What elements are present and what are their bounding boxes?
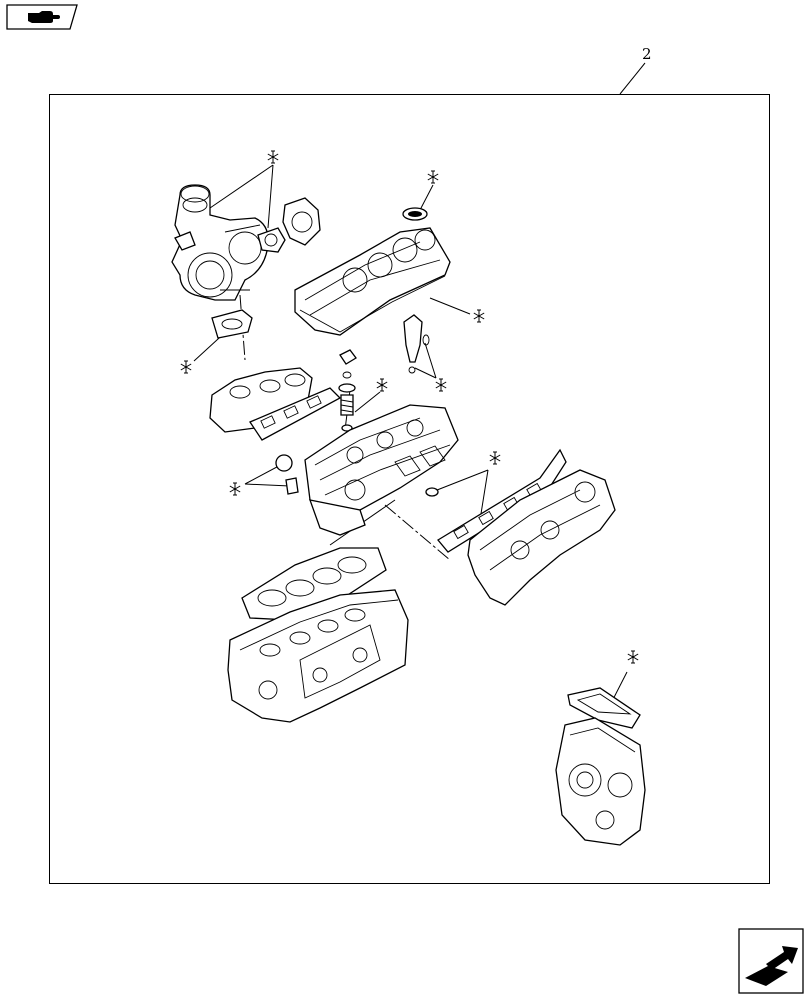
callout-injector-seals	[435, 378, 447, 392]
callout-valve-stem-seals	[376, 378, 388, 392]
reference-number: 2	[642, 45, 652, 63]
corner-nav-button[interactable]	[6, 4, 78, 30]
callout-valve-cover-gasket	[473, 309, 485, 323]
callout-turbo-flange-gasket	[180, 360, 192, 374]
valve-cover-seal	[402, 207, 428, 221]
intake-manifold	[467, 469, 616, 606]
valve-cover	[294, 227, 451, 336]
diagram-frame	[49, 94, 770, 884]
callout-intake-manifold-gaskets	[489, 451, 501, 465]
return-arrow-icon	[738, 928, 804, 994]
navigation-button[interactable]	[738, 928, 804, 994]
reference-leader	[619, 62, 646, 95]
fuel-injector	[403, 314, 430, 374]
turbocharger	[171, 184, 269, 301]
callout-exhaust-manifold-gaskets	[229, 482, 241, 496]
exhaust-manifold-gasket	[249, 387, 342, 495]
head-gasket	[241, 547, 387, 621]
callout-front-cover-gasket	[627, 650, 639, 664]
engine-block	[227, 589, 409, 723]
front-cover-gasket	[567, 687, 641, 729]
intake-manifold-gasket	[425, 448, 567, 553]
turbo-gaskets	[174, 197, 321, 253]
callout-turbo-gaskets	[267, 150, 279, 164]
front-cover	[555, 717, 646, 846]
cylinder-head	[304, 404, 459, 536]
turbo-flange-gasket	[211, 309, 253, 339]
valve-spring-parts	[338, 349, 357, 432]
callout-valve-cover-seal	[427, 170, 439, 184]
hand-pointer-icon	[6, 4, 78, 30]
